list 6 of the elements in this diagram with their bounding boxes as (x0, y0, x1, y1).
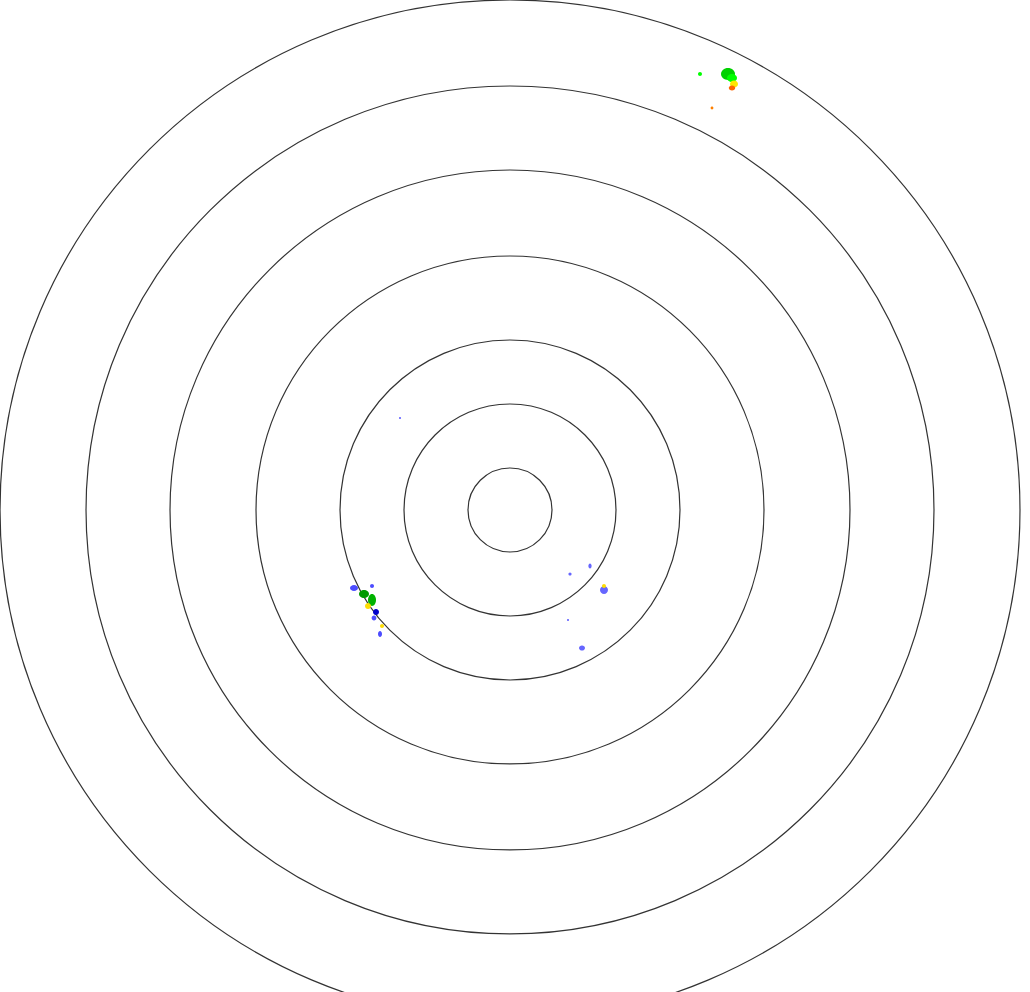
range-ring (169, 169, 851, 851)
range-ring (467, 467, 553, 553)
range-ring (403, 403, 617, 617)
range-ring (255, 255, 765, 765)
range-ring (85, 85, 935, 935)
range-ring (339, 339, 681, 681)
